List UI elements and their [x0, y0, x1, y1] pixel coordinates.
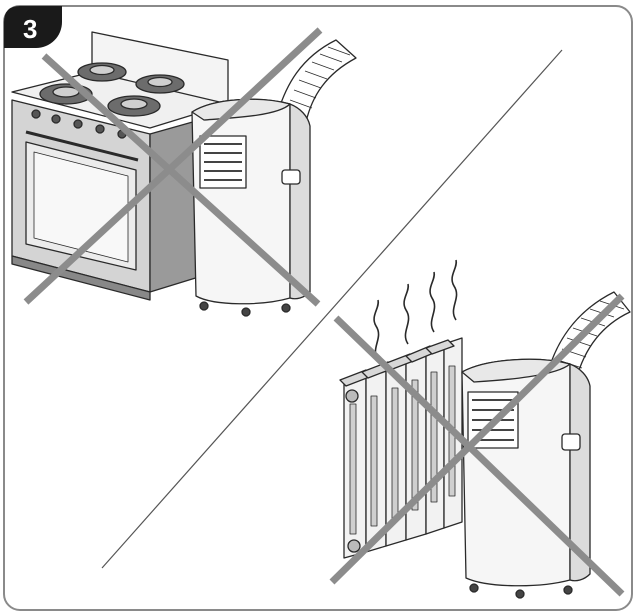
portable-air-conditioner-bottom — [461, 291, 631, 599]
prohibited-cross-top — [23, 27, 323, 307]
step-number: 3 — [23, 14, 37, 44]
radiator-heater — [339, 259, 463, 559]
step-badge: 3 — [4, 6, 62, 48]
scene-divider — [101, 49, 563, 569]
gas-stove-oven — [11, 31, 229, 301]
prohibited-cross-bottom — [329, 293, 625, 597]
